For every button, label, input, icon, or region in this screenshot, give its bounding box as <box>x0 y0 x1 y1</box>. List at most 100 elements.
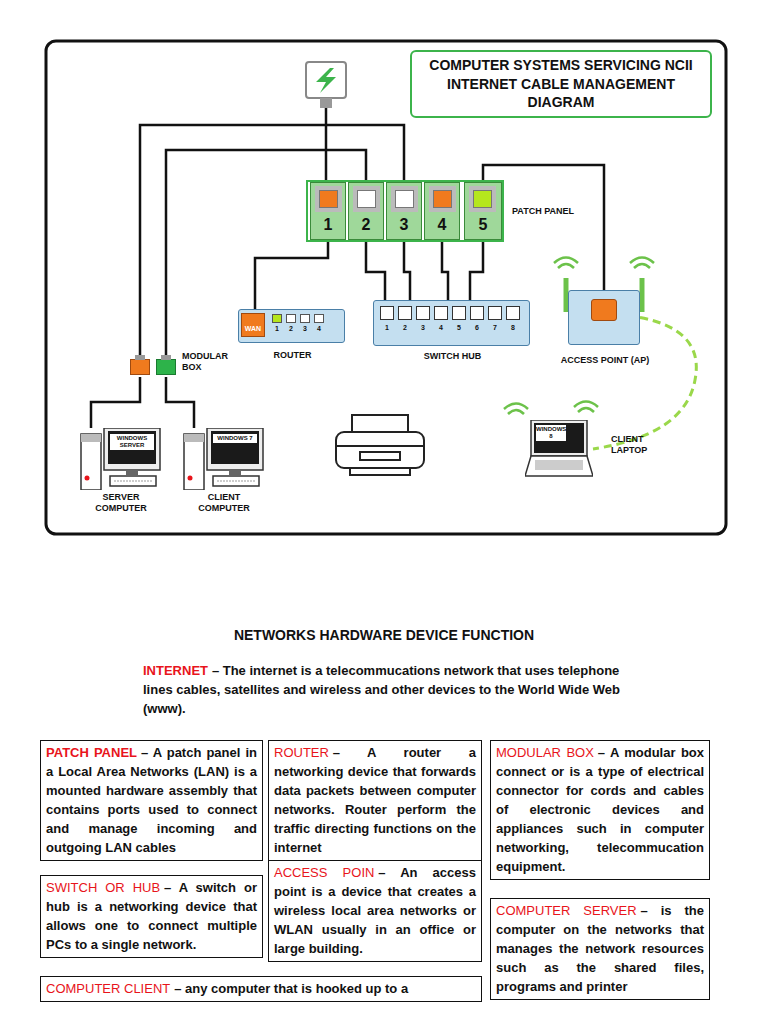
term-definition: – A router a networking device that forw… <box>274 745 476 855</box>
port-number: 4 <box>434 324 448 332</box>
lan-port <box>286 314 296 323</box>
term-heading: PATCH PANEL <box>46 745 137 760</box>
lan-port <box>314 314 324 323</box>
term-heading: ACCESS POIN <box>274 865 374 880</box>
jack-green <box>156 359 176 375</box>
plug <box>135 355 145 360</box>
port-number: 2 <box>398 324 412 332</box>
port-number: 5 <box>465 216 501 234</box>
ap-port <box>591 299 617 321</box>
term-definition: – A modular box connect or is a type of … <box>496 745 704 874</box>
port-number: WAN <box>241 325 265 333</box>
section-heading: NETWORKS HARDWARE DEVICE FUNCTION <box>0 627 768 643</box>
term-heading: COMPUTER SERVER <box>496 903 637 918</box>
definition-box: PATCH PANEL– A patch panel in a Local Ar… <box>40 740 263 861</box>
term-definition: – The internet is a telecommucations net… <box>143 663 620 716</box>
lan-port <box>300 314 310 323</box>
device-node: COMPUTER SYSTEMS SERVICING NCII INTERNET … <box>410 50 712 118</box>
switch-port <box>470 306 484 320</box>
device-node: PATCH PANEL12345 <box>306 180 504 242</box>
device-label: CLIENT LAPTOP <box>611 434 661 456</box>
device-node: WINDOWS SERVERSERVER COMPUTER <box>80 428 162 490</box>
port-number: 8 <box>506 324 520 332</box>
device-node: 1 <box>310 182 346 240</box>
switch-port <box>398 306 412 320</box>
port-jack <box>319 190 338 208</box>
switch-port <box>434 306 448 320</box>
port-number: 4 <box>314 325 324 333</box>
device-node: ACCESS POINT (AP) <box>568 290 640 345</box>
title-text: COMPUTER SYSTEMS SERVICING NCII <box>429 57 692 73</box>
switch-port <box>488 306 502 320</box>
port-jack <box>357 190 376 208</box>
definition-box: MODULAR BOX– A modular box connect or is… <box>490 740 710 880</box>
device-node: 2 <box>348 182 384 240</box>
device-label: CLIENT COMPUTER <box>189 492 259 514</box>
cable-connector <box>366 240 385 300</box>
device-node: 4 <box>424 182 460 240</box>
device-node: 5 <box>464 182 502 240</box>
internet-paragraph: INTERNET– The internet is a telecommucat… <box>143 661 629 718</box>
jack-orange <box>130 359 150 375</box>
port-number: 1 <box>272 325 282 333</box>
device-node: WINDOWS 7CLIENT COMPUTER <box>183 428 265 490</box>
term-heading: MODULAR BOX <box>496 745 594 760</box>
cable-connector <box>91 377 140 428</box>
cable-connector <box>255 240 328 309</box>
printer-icon <box>336 415 424 475</box>
cable-connector <box>470 240 483 300</box>
device-label: ROUTER <box>239 350 346 360</box>
device-label: MODULAR BOX <box>182 351 230 373</box>
port-jack <box>395 190 414 208</box>
definition-box: ACCESS POIN– An access point is a device… <box>268 860 482 962</box>
device-node: WINDOWS 8CLIENT LAPTOP <box>525 420 593 478</box>
port-number: 3 <box>387 216 421 234</box>
port-number: 3 <box>300 325 310 333</box>
switch-port <box>452 306 466 320</box>
switch-port <box>506 306 520 320</box>
lan-port <box>272 314 282 323</box>
switch-port <box>416 306 430 320</box>
port-number: 2 <box>349 216 383 234</box>
port-number: 1 <box>380 324 394 332</box>
device-label: ACCESS POINT (AP) <box>539 355 671 365</box>
device-label: PATCH PANEL <box>512 206 574 216</box>
device-node: 12345678SWITCH HUB <box>373 300 530 346</box>
cable-connector <box>442 240 448 300</box>
definition-box: SWITCH OR HUB– A switch or hub is a netw… <box>40 875 263 958</box>
laptop-wifi <box>504 402 598 415</box>
term-definition: – any computer that is hooked up to a <box>174 981 408 996</box>
term-definition: – A patch panel in a Local Area Networks… <box>46 745 257 855</box>
title-text: INTERNET CABLE MANAGEMENT DIAGRAM <box>436 75 686 111</box>
term-heading: ROUTER <box>274 745 329 760</box>
device-label: SWITCH HUB <box>374 351 531 361</box>
definition-box: COMPUTER CLIENT – any computer that is ho… <box>40 976 482 1002</box>
definition-box: COMPUTER SERVER– is the computer on the … <box>490 898 710 1000</box>
diagram-frame <box>46 41 726 534</box>
device-label: WINDOWS 7 <box>213 434 257 443</box>
port-number: 5 <box>452 324 466 332</box>
device-node: WAN1234ROUTER <box>238 309 345 343</box>
switch-port <box>380 306 394 320</box>
port-number: 3 <box>416 324 430 332</box>
port-number: 2 <box>286 325 296 333</box>
cable-connector <box>404 240 410 300</box>
port-jack <box>433 190 452 208</box>
device-label: WINDOWS SERVER <box>110 434 154 450</box>
internet-cable <box>325 108 328 180</box>
port-number: 4 <box>425 216 459 234</box>
definition-box: ROUTER– A router a networking device tha… <box>268 740 482 861</box>
device-node: MODULAR BOX <box>128 355 178 377</box>
device-node: 3 <box>386 182 422 240</box>
port-number: 1 <box>311 216 345 234</box>
cable-connector <box>166 377 194 428</box>
port-jack <box>473 190 492 208</box>
internet-icon <box>306 62 346 108</box>
port-number: 6 <box>470 324 484 332</box>
device-label: WINDOWS 8 <box>536 425 566 441</box>
port-number: 7 <box>488 324 502 332</box>
term-heading: COMPUTER CLIENT <box>46 981 170 996</box>
plug <box>161 355 171 360</box>
term-heading: SWITCH OR HUB <box>46 880 160 895</box>
